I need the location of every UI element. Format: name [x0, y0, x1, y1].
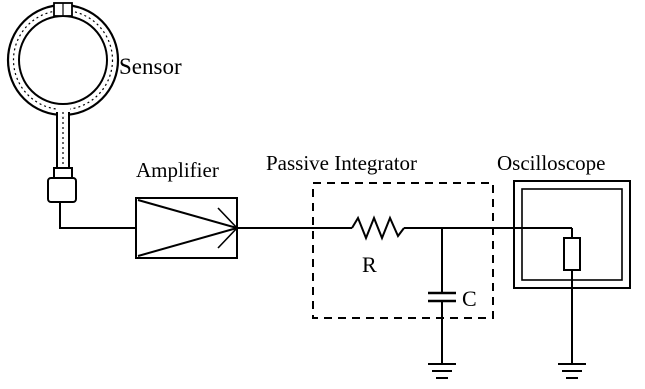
- integrator-box: [312, 182, 494, 319]
- resistor-r: [351, 215, 405, 241]
- sensor-stem: [56, 108, 70, 168]
- amplifier-label: Amplifier: [136, 158, 219, 182]
- oscilloscope-input-resistor: [563, 237, 581, 271]
- oscilloscope-label: Oscilloscope: [497, 151, 605, 175]
- sensor-coil: [6, 2, 120, 117]
- amplifier-block: [135, 197, 241, 259]
- integrator-label: Passive Integrator: [266, 151, 417, 175]
- sensor-to-amplifier-wire: [59, 202, 136, 229]
- capacitor-label: C: [462, 286, 477, 311]
- sensor-label: Sensor: [119, 54, 182, 79]
- sensor-connector: [47, 167, 77, 203]
- ground-symbol-oscilloscope: [558, 363, 586, 379]
- resistor-label: R: [362, 252, 377, 277]
- ground-symbol-capacitor: [428, 363, 456, 379]
